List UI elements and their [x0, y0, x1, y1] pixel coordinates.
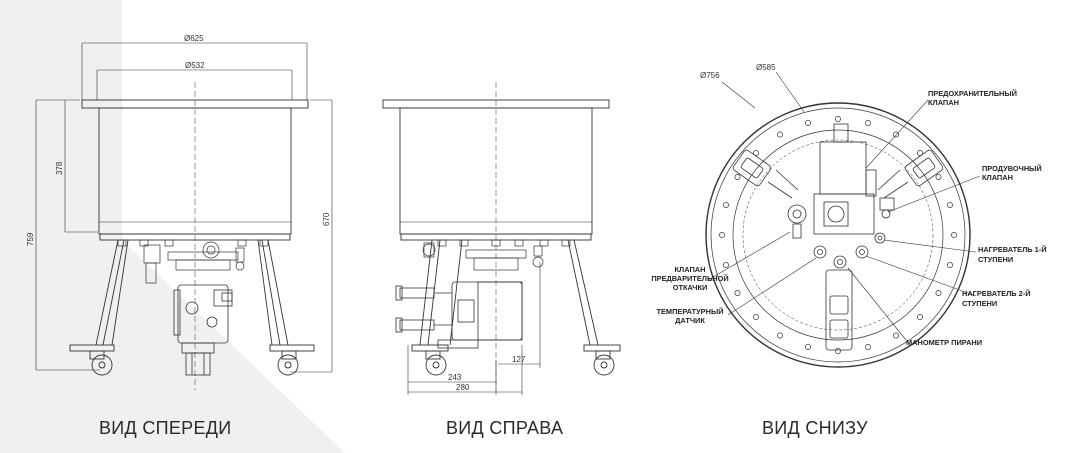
- callout-heater2-line2: СТУПЕНИ: [962, 299, 997, 308]
- front-dim-inner: Ø532: [185, 61, 205, 70]
- bolt-hole: [935, 290, 942, 296]
- bolt-hole: [893, 332, 899, 339]
- right-dim-depth-a: 243: [448, 373, 462, 382]
- bolt-hole: [805, 120, 811, 126]
- caption-front-view: ВИД СПЕРЕДИ: [99, 418, 232, 438]
- bolt-hole: [917, 150, 923, 156]
- callout-heater2-line1: НАГРЕВАТЕЛЬ 2-Й: [962, 289, 1031, 298]
- right-view: 127 243 280: [382, 82, 621, 395]
- bolt-hole: [865, 120, 871, 126]
- bottom-dim-inner: Ø585: [756, 63, 776, 72]
- front-legs: [95, 239, 289, 346]
- bottom-callouts: ПРЕДОХРАНИТЕЛЬНЫЙ КЛАПАН ПРОДУВОЧНЫЙ КЛА…: [651, 89, 1046, 347]
- bolt-hole: [723, 262, 729, 268]
- bolt-hole: [865, 344, 871, 350]
- caption-bottom-view: ВИД СНИЗУ: [762, 418, 868, 438]
- front-diameter-dims: [81, 42, 308, 100]
- right-dims: [407, 262, 541, 395]
- bottom-callout-leaders: [707, 99, 981, 341]
- front-dim-total-height: 759: [26, 232, 35, 246]
- callout-prevac-valve-line2: ПРЕДВАРИТЕЛЬНОЙ: [651, 274, 728, 283]
- callout-temp-sensor-line2: ДАТЧИК: [675, 316, 705, 325]
- bolt-hole: [777, 332, 783, 339]
- bolt-hole: [805, 344, 811, 350]
- callout-safety-valve-line1: ПРЕДОХРАНИТЕЛЬНЫЙ: [928, 89, 1017, 98]
- right-legs: [419, 239, 599, 346]
- front-view: Ø625 Ø532 759 378 670: [26, 34, 333, 390]
- front-dim-outer: Ø625: [184, 34, 204, 43]
- right-dim-depth-b: 280: [456, 383, 470, 392]
- right-pump-assembly: [395, 281, 523, 349]
- bolt-hole: [947, 202, 953, 208]
- bottom-dim-outer: Ø756: [700, 71, 720, 80]
- callout-heater1-line1: НАГРЕВАТЕЛЬ 1-Й: [978, 245, 1047, 254]
- bottom-pump: [813, 123, 895, 235]
- right-dim-offset: 127: [512, 355, 526, 364]
- bolt-hole: [753, 150, 759, 156]
- bolt-hole: [893, 131, 899, 138]
- bottom-view: Ø756 Ø585: [700, 63, 981, 368]
- caption-right-view: ВИД СПРАВА: [446, 418, 564, 438]
- callout-prevac-valve-line3: ОТКАЧКИ: [673, 283, 708, 292]
- front-dim-vessel-height: 378: [55, 161, 64, 175]
- callout-temp-sensor-line1: ТЕМПЕРАТУРНЫЙ: [656, 307, 723, 316]
- bottom-bolt-circle: [732, 129, 944, 341]
- bolt-hole: [835, 116, 841, 122]
- bolt-hole: [753, 314, 759, 320]
- callout-purge-valve-line2: КЛАПАН: [982, 173, 1013, 182]
- bolt-hole: [917, 314, 923, 320]
- bottom-diameter-leaders: [721, 71, 805, 113]
- front-pump-assembly: [173, 284, 233, 376]
- front-casters: [69, 344, 315, 376]
- bottom-bolts: [719, 116, 957, 354]
- callout-safety-valve-line2: КЛАПАН: [928, 98, 959, 107]
- callout-pirani-gauge: МАНОМЕТР ПИРАНИ: [906, 338, 982, 347]
- bolt-hole: [935, 174, 942, 180]
- bolt-hole: [734, 290, 741, 296]
- bolt-hole: [777, 131, 783, 138]
- front-vessel-body: [98, 107, 292, 235]
- bottom-ports: [787, 204, 891, 269]
- front-dim-body-height: 670: [322, 212, 331, 226]
- bolt-hole: [734, 174, 741, 180]
- bolt-hole: [951, 232, 957, 238]
- callout-heater1-line2: СТУПЕНИ: [978, 255, 1013, 264]
- front-vertical-dims: [35, 99, 333, 373]
- bolt-hole: [719, 232, 725, 238]
- front-bottom-fittings: [117, 239, 269, 284]
- right-vessel-body: [399, 107, 593, 235]
- bottom-outer-rim: [705, 102, 971, 368]
- bolt-hole: [947, 262, 953, 268]
- bolt-hole: [835, 348, 841, 354]
- right-bottom-fittings: [422, 239, 571, 271]
- bottom-leg-brackets: [732, 149, 944, 351]
- callout-prevac-valve-line1: КЛАПАН: [675, 265, 706, 274]
- bolt-hole: [723, 202, 729, 208]
- callout-purge-valve-line1: ПРОДУВОЧНЫЙ: [982, 164, 1042, 173]
